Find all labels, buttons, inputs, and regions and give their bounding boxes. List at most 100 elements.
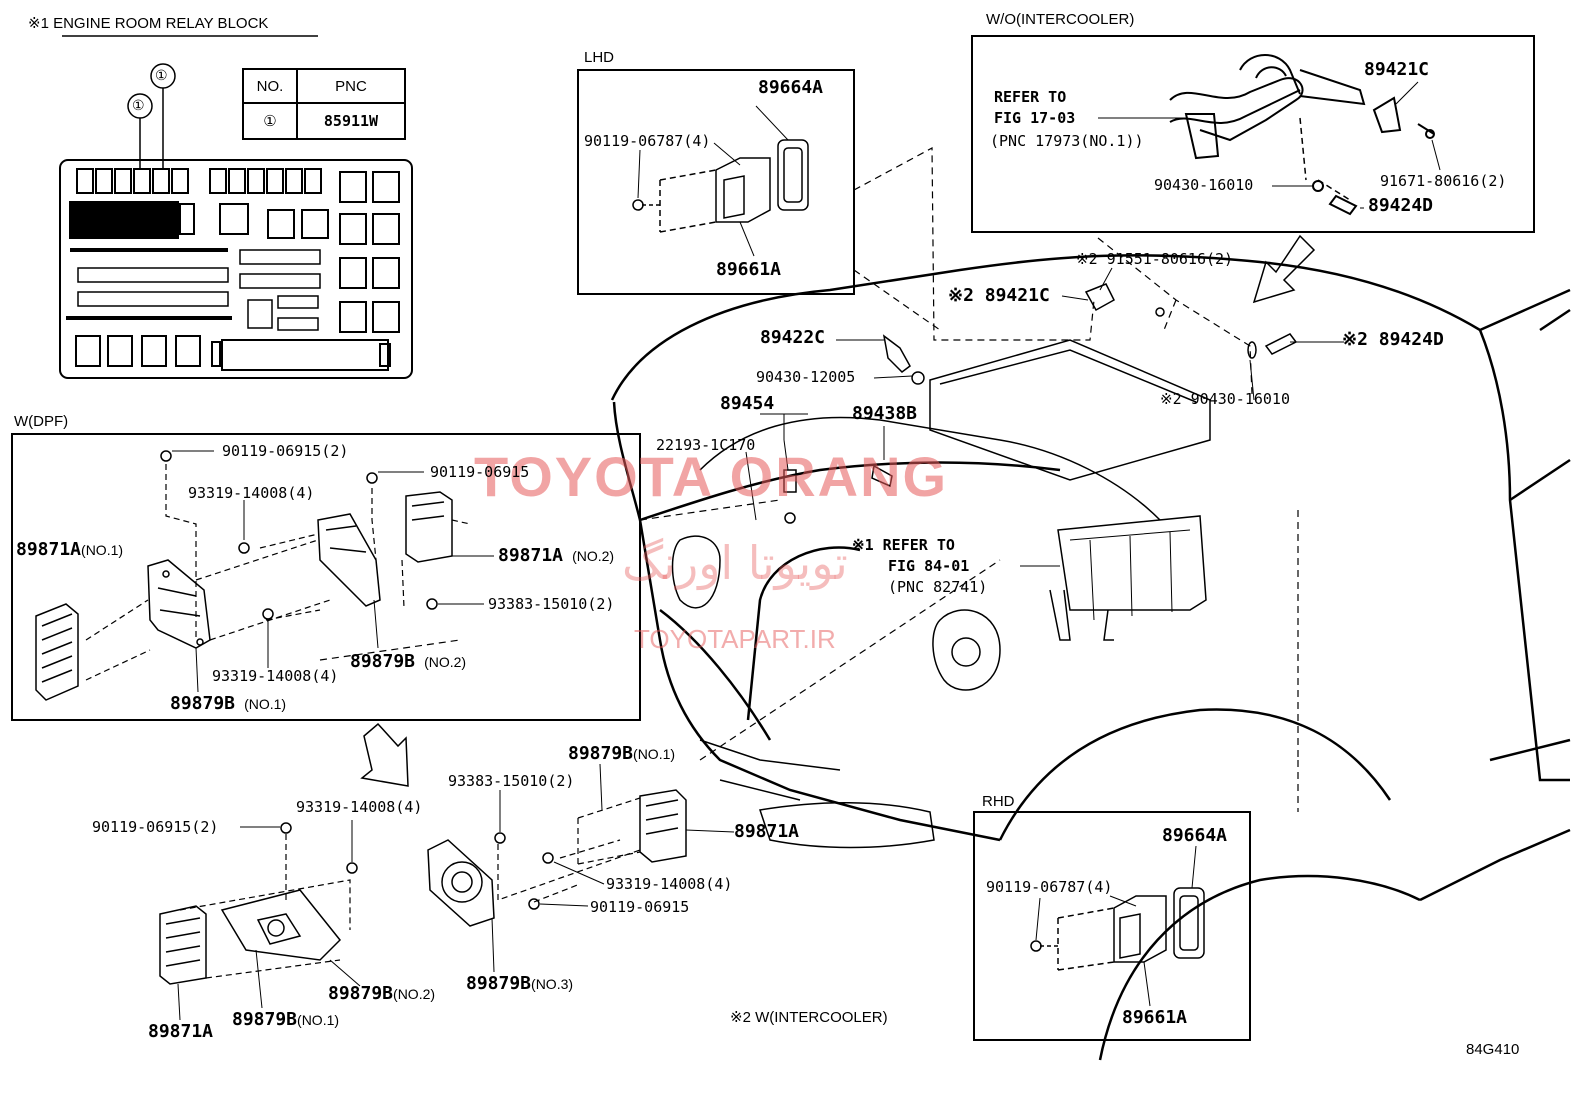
lower-ecu-right [639, 789, 687, 863]
lower-93319-left: 93319-14008(4) [296, 798, 423, 816]
lower-bracket-no1 [220, 889, 342, 961]
main-refer-84-line1: ※1 REFER TO [852, 536, 955, 554]
dpf-89879b-no2: 89879B (NO.2) [350, 651, 467, 672]
lower-90119-06915-2: 90119-06915(2) [92, 818, 219, 836]
dpf-bracket-no1 [147, 559, 211, 649]
wo-part-89421c: 89421C [1364, 59, 1430, 80]
lower-89879b-no1-suffix: (NO.1) [297, 1012, 340, 1028]
intercooler-pipe [1169, 54, 1435, 216]
wo-part-89424d: 89424D [1368, 195, 1434, 216]
pnc-row-no: ① [242, 102, 298, 140]
wo-intercooler-box [971, 35, 1535, 233]
sensor-89422c [882, 334, 925, 385]
dpf-90119-06915-2: 90119-06915(2) [222, 442, 349, 460]
sensor-89454 [783, 469, 797, 524]
sensor-89438b [871, 464, 893, 488]
main-89454: 89454 [720, 393, 775, 414]
lower-89879b-no2-code: 89879B [328, 983, 394, 1004]
dpf-ecu-no1 [35, 603, 79, 701]
arrow-down-right [360, 722, 409, 787]
lower-89879b-no3-suffix: (NO.3) [531, 976, 574, 992]
rhd-part-89664a: 89664A [1162, 825, 1228, 846]
dpf-89871a-no2: 89871A (NO.2) [498, 545, 615, 566]
callout-label-2: ① [155, 67, 168, 83]
wo-refer-line2: FIG 17-03 [994, 109, 1076, 127]
dpf-89871a-no1-code: 89871A [16, 539, 82, 560]
watermark-arabic: تویوتا اورنگ [622, 536, 848, 590]
lower-89879b-no2: 89879B(NO.2) [328, 983, 436, 1004]
lhd-box [577, 69, 855, 295]
lower-89879b-no1-top-code: 89879B [568, 743, 634, 764]
lower-90119-06915: 90119-06915 [590, 898, 690, 916]
lhd-part-90119: 90119-06787(4) [584, 132, 711, 150]
wo-part-91671: 91671-80616(2) [1380, 172, 1507, 190]
relay-block-title: ※1 ENGINE ROOM RELAY BLOCK [28, 15, 269, 32]
rhd-connector [1030, 887, 1205, 971]
pnc-table: NO. PNC ① 85911W [242, 68, 406, 140]
relay-block-body [59, 159, 413, 379]
lower-89879b-no1-top: 89879B(NO.1) [568, 743, 676, 764]
main-89438b: 89438B [852, 403, 918, 424]
dpf-93383: 93383-15010(2) [488, 595, 615, 613]
lhd-connector [632, 139, 809, 233]
main-refer-84-line3: (PNC 82741) [888, 578, 988, 596]
rhd-part-89661a: 89661A [1122, 1007, 1188, 1028]
pnc-header-pnc: PNC [296, 68, 406, 104]
arrow-down-left [1252, 234, 1316, 304]
dpf-93319-a: 93319-14008(4) [188, 484, 315, 502]
watermark-url: TOYOTAPART.IR [634, 624, 836, 654]
lower-89879b-no3: 89879B(NO.3) [466, 973, 574, 994]
main-89422c: 89422C [760, 327, 826, 348]
callout-label-1: ① [132, 97, 145, 113]
sensor-89424d-main [1247, 333, 1298, 359]
figure-code: 84G410 [1466, 1041, 1520, 1058]
watermark-title: TOYOTA ORANG [474, 445, 949, 508]
pnc-row-pnc: 85911W [296, 102, 406, 140]
main-89424d: ※2 89424D [1342, 329, 1444, 350]
lower-93383: 93383-15010(2) [448, 772, 575, 790]
dpf-89879b-no2-code: 89879B [350, 651, 416, 672]
lhd-part-89664a: 89664A [758, 77, 824, 98]
dpf-89879b-no1-suffix: (NO.1) [244, 696, 287, 712]
rhd-title: RHD [982, 793, 1015, 810]
main-90430-12005: 90430-12005 [756, 368, 856, 386]
pnc-header-no: NO. [242, 68, 298, 104]
dpf-bracket-no2 [317, 513, 381, 607]
lower-ecu-89871a [159, 905, 207, 985]
relay-fuse-row [76, 168, 400, 203]
intercooler-note: ※2 W(INTERCOOLER) [730, 1009, 888, 1026]
lower-89879b-no1-code: 89879B [232, 1009, 298, 1030]
lower-93319-right: 93319-14008(4) [606, 875, 733, 893]
dpf-box [11, 433, 641, 721]
main-refer-84-line2: FIG 84-01 [888, 557, 970, 575]
rhd-part-90119: 90119-06787(4) [986, 878, 1113, 896]
lower-89879b-no3-code: 89879B [466, 973, 532, 994]
main-22193-1c170: 22193-1C170 [656, 436, 756, 454]
dpf-title: W(DPF) [14, 413, 69, 430]
dpf-93319-b: 93319-14008(4) [212, 667, 339, 685]
wo-part-90430-16010: 90430-16010 [1154, 176, 1254, 194]
dpf-90119-06915: 90119-06915 [430, 463, 530, 481]
sensor-89421c-main [1084, 283, 1165, 317]
dpf-89871a-no1-suffix: (NO.1) [81, 542, 124, 558]
main-90430-16010: ※2 90430-16010 [1160, 390, 1290, 408]
wo-intercooler-title: W/O(INTERCOOLER) [986, 11, 1135, 28]
lower-89879b-no1-top-suffix: (NO.1) [633, 746, 676, 762]
vehicle-outline [610, 254, 1571, 1061]
lower-89879b-no1: 89879B(NO.1) [232, 1009, 340, 1030]
lhd-part-89661a: 89661A [716, 259, 782, 280]
dpf-89871a-no2-code: 89871A [498, 545, 564, 566]
rhd-box [973, 811, 1251, 1041]
lower-89879b-no2-suffix: (NO.2) [393, 986, 436, 1002]
wo-refer-line1: REFER TO [994, 88, 1067, 106]
dpf-ecu-no2 [405, 491, 453, 563]
dpf-89879b-no2-suffix: (NO.2) [424, 654, 467, 670]
dpf-89871a-no2-suffix: (NO.2) [572, 548, 615, 564]
main-89421c: ※2 89421C [948, 285, 1050, 306]
lower-89871a-right: 89871A [734, 821, 800, 842]
dpf-89871a-no1: 89871A(NO.1) [16, 539, 124, 560]
main-91551-80616: ※2 91551-80616(2) [1076, 250, 1234, 268]
lower-89871a-bottom: 89871A [148, 1021, 214, 1042]
dpf-89879b-no1: 89879B (NO.1) [170, 695, 287, 713]
